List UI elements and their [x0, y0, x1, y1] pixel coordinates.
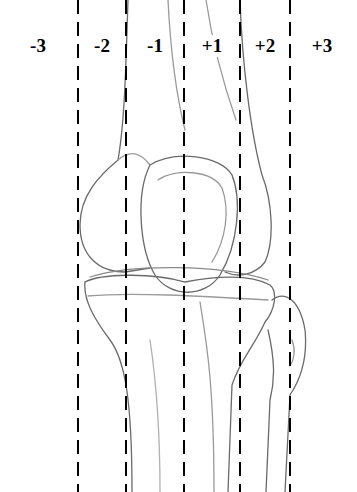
zone-number: +1 [200, 35, 224, 57]
zone-number: +2 [253, 35, 277, 57]
zone-number: -1 [145, 35, 165, 57]
zone-number: -2 [92, 35, 112, 57]
zone-number: +3 [310, 35, 334, 57]
zone-dividers [78, 0, 290, 492]
zone-number: -3 [28, 35, 48, 57]
